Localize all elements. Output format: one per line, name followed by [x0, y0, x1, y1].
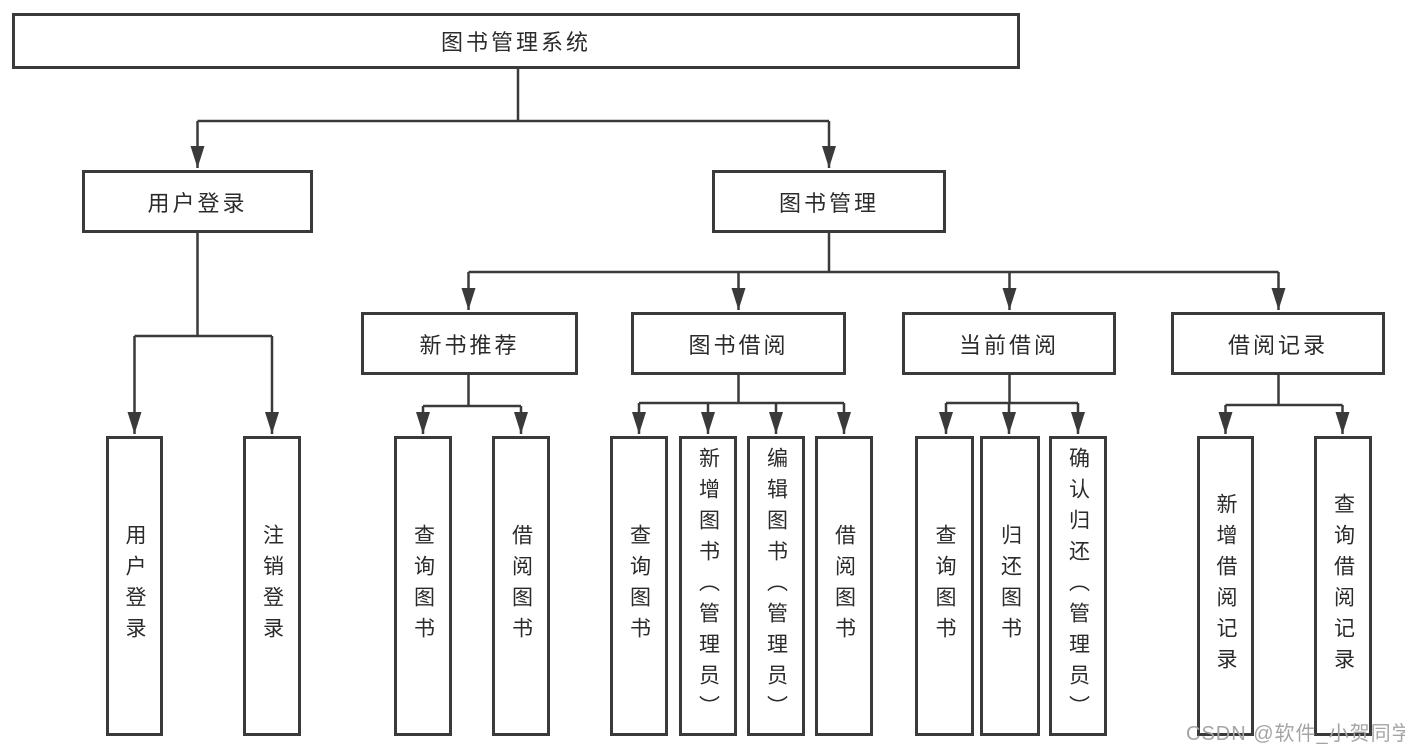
node-book-borrow: 图书借阅: [631, 312, 846, 375]
node-book-management: 图书管理: [712, 170, 946, 233]
node-label: 编辑图书（管理员）: [764, 446, 788, 726]
node-label: 归还图书: [998, 524, 1022, 648]
connector-current-to-leaves: [939, 375, 1085, 434]
node-label: 新书推荐: [419, 332, 520, 358]
node-current-borrow: 当前借阅: [902, 312, 1116, 375]
node-label: 新增图书（管理员）: [696, 446, 720, 726]
connector-root-to-level2: [190, 69, 836, 168]
node-label: 新增借阅记录: [1214, 493, 1238, 679]
connector-login-to-leaves: [127, 233, 279, 434]
node-label: 用户登录: [123, 524, 147, 648]
leaf-return-book: 归还图书: [980, 436, 1040, 736]
leaf-edit-book-admin: 编辑图书（管理员）: [747, 436, 805, 736]
connector-bookmgmt-to-level3: [461, 233, 1286, 310]
node-label: 借阅图书: [509, 524, 533, 648]
leaf-query-book-current: 查询图书: [915, 436, 974, 736]
node-label: 当前借阅: [958, 332, 1059, 358]
leaf-borrow-book: 借阅图书: [815, 436, 873, 736]
node-label: 注销登录: [260, 524, 284, 648]
node-label: 借阅图书: [832, 524, 856, 648]
leaf-add-borrow-record: 新增借阅记录: [1197, 436, 1254, 736]
node-new-book-recommend: 新书推荐: [361, 312, 578, 375]
leaf-query-borrow-record: 查询借阅记录: [1314, 436, 1372, 736]
node-label: 查询借阅记录: [1331, 493, 1355, 679]
watermark: CSDN @软件_小贺同学: [1186, 723, 1405, 745]
node-label: 确认归还（管理员）: [1066, 446, 1090, 726]
connector-borrow-to-leaves: [632, 375, 851, 434]
leaf-borrow-book-newbook: 借阅图书: [492, 436, 550, 736]
node-label: 图书管理系统: [440, 30, 591, 55]
connector-newbook-to-leaves: [416, 375, 528, 434]
leaf-add-book-admin: 新增图书（管理员）: [679, 436, 737, 736]
connector-record-to-leaves: [1218, 375, 1350, 434]
node-user-login: 用户登录: [82, 170, 313, 233]
node-label: 查询图书: [411, 524, 435, 648]
node-borrow-record: 借阅记录: [1171, 312, 1385, 375]
node-label: 查询图书: [627, 524, 651, 648]
leaf-user-login: 用户登录: [106, 436, 163, 736]
node-label: 图书管理: [778, 190, 879, 216]
leaf-logout: 注销登录: [243, 436, 301, 736]
node-library-management-system: 图书管理系统: [12, 13, 1020, 69]
leaf-query-book-borrow: 查询图书: [610, 436, 668, 736]
leaf-confirm-return-admin: 确认归还（管理员）: [1049, 436, 1107, 736]
node-label: 借阅记录: [1227, 332, 1328, 358]
node-label: 用户登录: [147, 190, 248, 216]
leaf-query-book-newbook: 查询图书: [394, 436, 452, 736]
node-label: 查询图书: [933, 524, 957, 648]
node-label: 图书借阅: [688, 332, 789, 358]
